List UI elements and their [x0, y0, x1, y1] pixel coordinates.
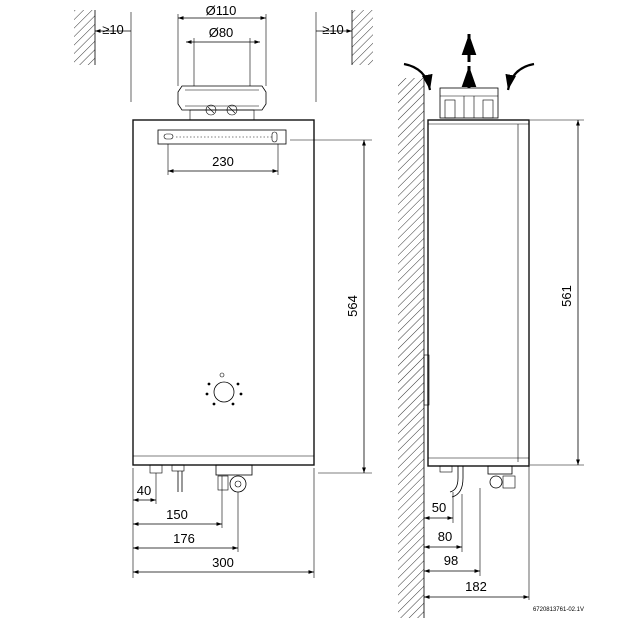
side-depth-dimensions: 50 80 98 182	[424, 466, 530, 600]
mounting-bracket	[157, 129, 287, 145]
front-height-label: 564	[345, 295, 360, 317]
right-clearance-wall: ≥10	[315, 10, 373, 102]
side-50-label: 50	[432, 500, 446, 515]
side-80-label: 80	[438, 529, 452, 544]
side-flue-adapter	[439, 87, 499, 119]
bracket-width-dimension: 230	[167, 144, 279, 175]
side-98-label: 98	[444, 553, 458, 568]
clearance-left-label: ≥10	[102, 22, 124, 37]
total-depth-label: 182	[465, 579, 487, 594]
total-width-label: 300	[212, 555, 234, 570]
bracket-width-label: 230	[212, 154, 234, 169]
connection-150-label: 150	[166, 507, 188, 522]
side-casing	[427, 119, 530, 467]
front-height-dimension: 564	[290, 139, 372, 474]
left-clearance-wall: ≥10	[74, 10, 132, 102]
front-view: ≥10 ≥10 Ø110 Ø80	[74, 3, 373, 578]
connection-176-label: 176	[173, 531, 195, 546]
front-casing	[132, 119, 315, 466]
flue-outer-diameter-label: Ø110	[206, 3, 237, 18]
side-height-label: 561	[559, 285, 574, 307]
drawing-code: 6720813761-02.1V	[533, 607, 584, 613]
air-flow-arrows	[403, 34, 535, 91]
side-wall	[398, 78, 425, 618]
clearance-right-label: ≥10	[322, 22, 344, 37]
control-knob	[205, 372, 243, 406]
side-connections	[439, 465, 516, 498]
flue-diameter-dimensions: Ø110 Ø80	[177, 3, 267, 86]
bottom-connections	[149, 464, 253, 493]
connection-40-label: 40	[137, 483, 151, 498]
side-view: 561 50 80 98 182	[398, 34, 584, 618]
bottom-dimensions: 40 150 176 300	[132, 468, 315, 578]
flue-adapter	[177, 85, 267, 121]
flue-inner-diameter-label: Ø80	[209, 25, 234, 40]
side-height-dimension: 561	[530, 119, 584, 466]
